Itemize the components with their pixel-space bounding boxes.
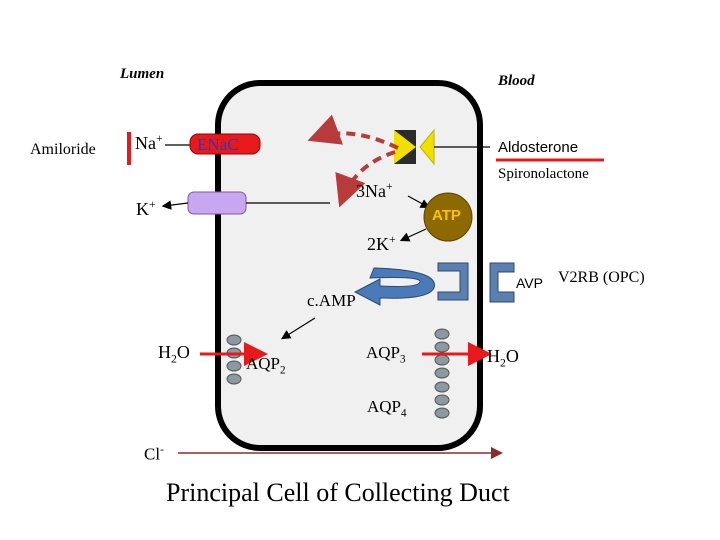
aqp4-channel [434, 381, 450, 419]
diagram-title: Principal Cell of Collecting Duct [166, 478, 510, 507]
na-lumen-symbol: Na [135, 133, 156, 153]
k-channel [187, 191, 247, 215]
atp-pump [423, 192, 473, 242]
aqp3-label: AQP3 [366, 344, 406, 365]
dashed-path-to-pump [335, 150, 396, 208]
aqp3-channel [434, 328, 450, 379]
v2rb-label: V2RB (OPC) [558, 269, 645, 286]
camp-label: c.AMP [307, 291, 356, 310]
cl-charge: - [160, 444, 164, 456]
h2o-left-label: H2O [158, 343, 190, 365]
camp-to-aqp2-arrow [280, 317, 316, 340]
na-pump-label: 3Na+ [356, 181, 393, 200]
aqp4-sub: 4 [401, 407, 407, 420]
h2o-right-label: H2O [487, 347, 519, 369]
v2-receptor [437, 262, 469, 301]
lumen-label: Lumen [120, 66, 165, 82]
aldosterone-label: Aldosterone [498, 139, 579, 156]
h2o-left-o: O [176, 342, 190, 362]
k-exit-arrow [161, 200, 189, 210]
cl-label: Cl- [144, 444, 164, 464]
aqp3-sub: 3 [400, 353, 406, 366]
k-lumen-symbol: K [136, 199, 149, 219]
cell-body [215, 80, 483, 451]
aqp2-text: AQP [246, 354, 281, 373]
na-lumen-label: Na+ [135, 133, 163, 152]
na-lumen-charge: + [156, 132, 163, 145]
camp-arrow [353, 267, 435, 306]
k-pump-charge: + [389, 233, 396, 246]
aqp3-text: AQP [366, 343, 401, 362]
aldosterone-receptor-notch [394, 130, 416, 164]
amiloride-label: Amiloride [30, 141, 96, 158]
cl-symbol: Cl [144, 444, 161, 464]
h2o-right-sub: 2 [500, 356, 506, 370]
na-pump-charge: + [386, 180, 393, 193]
k-pump-symbol: 2K [367, 234, 389, 254]
aqp4-text: AQP [367, 397, 402, 416]
h2o-left-h: H [158, 342, 171, 362]
avp-ligand [489, 262, 515, 303]
aqp2-sub: 2 [280, 364, 286, 377]
na-pump-arrow [407, 195, 431, 209]
h2o-right-h: H [487, 346, 500, 366]
dashed-path-to-enac [307, 114, 399, 150]
enac-label: ENaC [197, 135, 239, 154]
k-lumen-label: K+ [136, 199, 156, 218]
blood-label: Blood [498, 73, 535, 89]
k-pump-label: 2K+ [367, 234, 396, 253]
aqp4-label: AQP4 [367, 398, 407, 419]
k-lumen-charge: + [149, 198, 156, 211]
aqp2-label: AQP2 [246, 355, 286, 376]
k-pump-arrow [399, 228, 427, 242]
enac-channel [189, 133, 261, 155]
h2o-right-o: O [505, 346, 519, 366]
h2o-left-sub: 2 [171, 352, 177, 366]
na-pump-symbol: 3Na [356, 181, 386, 201]
spironolactone-label: Spironolactone [498, 166, 589, 182]
atp-label: ATP [432, 207, 461, 224]
avp-label: AVP [516, 275, 543, 291]
